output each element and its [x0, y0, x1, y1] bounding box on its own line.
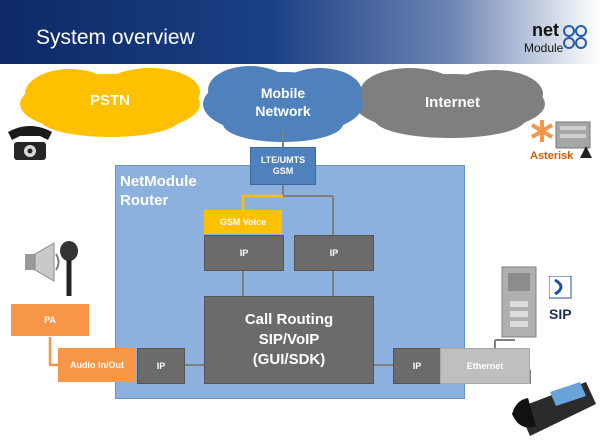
- internet-label: Internet: [424, 94, 480, 111]
- mobile-network-label: Mobile Network: [233, 84, 333, 120]
- telephone-icon: [8, 126, 52, 160]
- asterisk-label: Asterisk: [530, 150, 574, 162]
- clouds-layer: [20, 66, 545, 142]
- lte-line2: GSM: [272, 166, 294, 176]
- ip-box-gsm: IP: [204, 235, 284, 271]
- router-label-line2: Router: [120, 192, 169, 209]
- mobile-label-line2: Network: [255, 103, 311, 119]
- audio-in-out-box: Audio In/Out: [58, 348, 136, 382]
- logo-module-text: Module: [524, 41, 564, 55]
- sip-logo-icon: [549, 276, 572, 299]
- mobile-label-line1: Mobile: [260, 85, 306, 101]
- slide-title: System overview: [36, 26, 195, 49]
- call-routing-box: Call Routing SIP/VoIP (GUI/SDK): [204, 296, 374, 384]
- intercom-icon: [501, 266, 537, 338]
- lte-line1: LTE/UMTS: [260, 155, 306, 165]
- ethernet-box: Ethernet: [440, 348, 530, 384]
- microphone-icon: [60, 241, 78, 296]
- ip-phone-icon: [512, 382, 596, 436]
- header-banner: [0, 0, 600, 64]
- call-routing-line1: Call Routing: [244, 311, 334, 328]
- gsm-voice-box: GSM Voice: [204, 210, 282, 234]
- asterisk-server-icon: [530, 120, 592, 158]
- ip-box-mobile: IP: [294, 235, 374, 271]
- router-label: NetModule Router: [120, 172, 250, 210]
- pstn-cloud: [20, 68, 200, 137]
- lte-umts-gsm-box: LTE/UMTS GSM: [250, 147, 316, 185]
- sip-label: SIP: [549, 306, 572, 322]
- speaker-icon: [25, 242, 60, 282]
- netmodule-logo-icon: [563, 25, 587, 49]
- ip-box-audio: IP: [137, 348, 185, 384]
- pa-box: PA: [11, 304, 89, 336]
- logo-net-text: net: [532, 20, 559, 40]
- call-routing-line3: (GUI/SDK): [252, 351, 326, 368]
- mobile-network-cloud: [203, 66, 363, 142]
- internet-cloud: [355, 68, 545, 138]
- call-routing-line2: SIP/VoIP: [258, 331, 320, 348]
- pstn-label: PSTN: [89, 92, 130, 109]
- router-label-line1: NetModule: [120, 173, 197, 190]
- ip-box-ethernet: IP: [393, 348, 441, 384]
